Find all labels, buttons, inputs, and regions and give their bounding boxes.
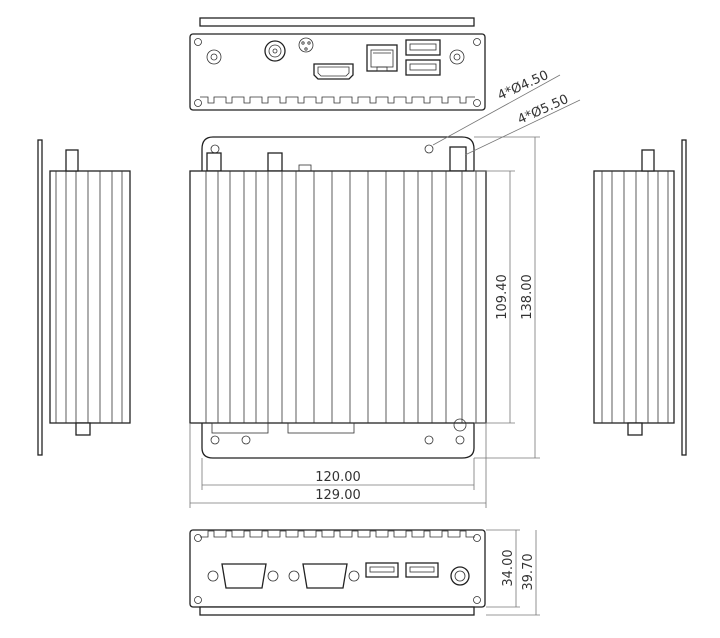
front-panel-view bbox=[189, 17, 486, 111]
dimension-lines bbox=[189, 74, 581, 616]
usb-port-icon bbox=[405, 39, 441, 76]
main-top-view bbox=[189, 136, 487, 459]
inner-height-label: 109.40 bbox=[495, 274, 510, 320]
hole-large-label: 4*Ø5.50 bbox=[516, 92, 571, 128]
outer-width-label: 129.00 bbox=[315, 488, 361, 503]
rear-panel-view bbox=[189, 529, 486, 616]
inner-width-label: 120.00 bbox=[315, 470, 361, 485]
hdmi-port-icon bbox=[313, 63, 354, 80]
antenna-connector-icon bbox=[206, 146, 467, 173]
body-thickness-label: 34.00 bbox=[501, 549, 516, 586]
hole-small-label: 4*Ø4.50 bbox=[496, 68, 551, 104]
dc-jack-icon bbox=[264, 37, 314, 62]
audio-jack-icon bbox=[450, 566, 470, 586]
antenna-connector-icon bbox=[206, 49, 465, 65]
right-side-view bbox=[593, 139, 687, 456]
total-thickness-label: 39.70 bbox=[521, 553, 536, 590]
outer-height-label: 138.00 bbox=[520, 274, 535, 320]
usb-port-icon bbox=[365, 562, 439, 578]
serial-port-icon bbox=[207, 563, 360, 589]
left-side-view bbox=[37, 139, 131, 456]
ethernet-port-icon bbox=[366, 44, 398, 72]
